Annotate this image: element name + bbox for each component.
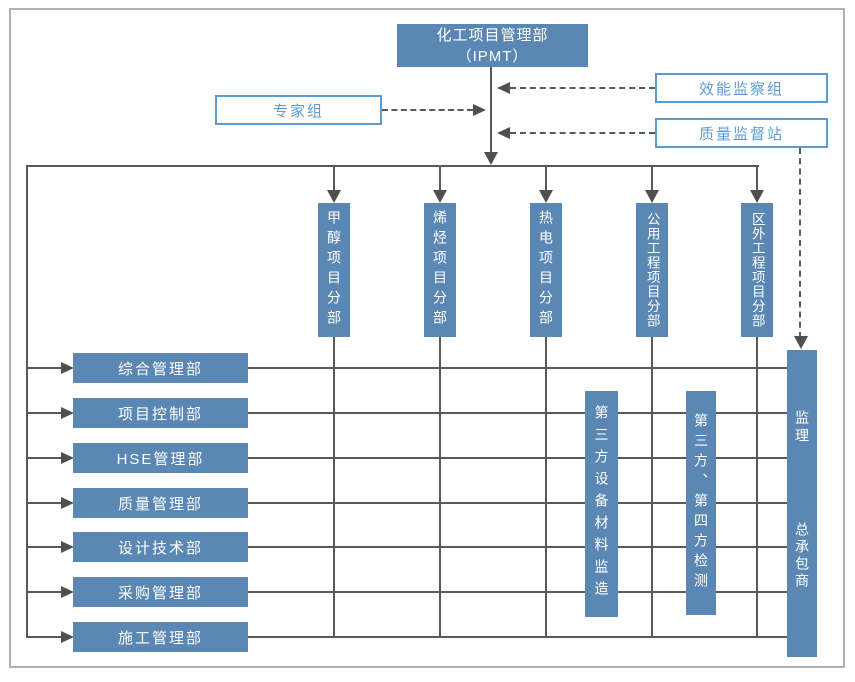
- department-box: 综合管理部: [73, 353, 248, 383]
- project-division-label: 公用工程项目分部: [644, 212, 660, 328]
- arrowhead-down: [433, 190, 447, 203]
- root-title-line2: （IPMT）: [456, 47, 529, 65]
- department-label: 质量管理部: [117, 495, 203, 513]
- connector-line: [27, 591, 63, 593]
- arrowhead-right: [61, 407, 74, 419]
- connector-line: [490, 67, 492, 154]
- project-division-box: 区外工程项目分部: [741, 203, 773, 337]
- department-box: HSE管理部: [73, 443, 248, 473]
- department-label: 项目控制部: [117, 405, 203, 423]
- connector-line: [651, 166, 653, 192]
- third-party-inspection-box: 第三方、第四方检测: [686, 391, 716, 615]
- connector-line: [248, 546, 787, 548]
- arrowhead-down: [645, 190, 659, 203]
- connector-line: [651, 337, 653, 638]
- third-party-supervision-box: 第三方设备材料监造: [585, 391, 618, 617]
- connector-line: [248, 457, 787, 459]
- connector-line: [27, 412, 63, 414]
- connector-line: [27, 636, 63, 638]
- arrowhead-left: [497, 82, 510, 94]
- department-label: 综合管理部: [117, 360, 203, 378]
- supervisor-contractor-box: 监理 总承包商: [787, 350, 817, 657]
- dashed-connector: [799, 148, 801, 338]
- department-box: 采购管理部: [73, 577, 248, 607]
- department-box: 质量管理部: [73, 488, 248, 518]
- dashed-connector: [382, 109, 473, 111]
- connector-line: [248, 502, 787, 504]
- project-division-box: 热电项目分部: [530, 203, 562, 337]
- department-box: 设计技术部: [73, 532, 248, 562]
- left-rail-line: [26, 165, 28, 638]
- arrowhead-right: [61, 541, 74, 553]
- top-rail-line: [27, 165, 759, 167]
- arrowhead-right: [61, 586, 74, 598]
- connector-line: [756, 337, 758, 638]
- efficiency-supervision-box: 效能监察组: [655, 73, 828, 103]
- dashed-connector: [510, 132, 655, 134]
- arrowhead-right: [61, 452, 74, 464]
- connector-line: [333, 337, 335, 638]
- connector-line: [333, 166, 335, 192]
- connector-line: [27, 502, 63, 504]
- department-label: 施工管理部: [117, 629, 203, 647]
- project-division-label: 烯烃项目分部: [432, 210, 448, 330]
- arrowhead-left: [497, 127, 510, 139]
- connector-line: [27, 457, 63, 459]
- third-party-supervision-label: 第三方设备材料监造: [593, 405, 610, 603]
- department-box: 施工管理部: [73, 622, 248, 652]
- connector-line: [248, 412, 787, 414]
- department-box: 项目控制部: [73, 398, 248, 428]
- department-label: HSE管理部: [116, 450, 205, 468]
- connector-line: [248, 636, 787, 638]
- project-division-label: 区外工程项目分部: [749, 212, 765, 328]
- project-division-box: 公用工程项目分部: [636, 203, 668, 337]
- expert-group-label: 专家组: [272, 102, 324, 120]
- department-label: 设计技术部: [117, 539, 203, 557]
- connector-line: [439, 337, 441, 638]
- arrowhead-down: [794, 336, 808, 349]
- dashed-connector: [510, 87, 655, 89]
- connector-line: [248, 591, 787, 593]
- expert-group-box: 专家组: [215, 95, 382, 125]
- arrowhead-down: [484, 152, 498, 165]
- arrowhead-down: [750, 190, 764, 203]
- root-title-line1: 化工项目管理部: [436, 26, 549, 44]
- arrowhead-right: [61, 362, 74, 374]
- chart-border: [9, 8, 845, 668]
- connector-line: [27, 367, 63, 369]
- project-division-label: 甲醇项目分部: [326, 210, 342, 330]
- quality-supervision-box: 质量监督站: [655, 118, 828, 148]
- department-label: 采购管理部: [117, 584, 203, 602]
- quality-supervision-label: 质量监督站: [698, 125, 784, 143]
- general-contractor-label: 总承包商: [794, 522, 810, 590]
- connector-line: [756, 166, 758, 192]
- connector-line: [248, 367, 787, 369]
- connector-line: [439, 166, 441, 192]
- connector-line: [27, 546, 63, 548]
- supervisor-label: 监理: [794, 410, 810, 446]
- arrowhead-right: [61, 631, 74, 643]
- project-division-box: 烯烃项目分部: [424, 203, 456, 337]
- connector-line: [545, 166, 547, 192]
- arrowhead-down: [327, 190, 341, 203]
- efficiency-supervision-label: 效能监察组: [698, 80, 784, 98]
- root-box-ipmt: 化工项目管理部 （IPMT）: [397, 24, 588, 67]
- arrowhead-right: [473, 104, 486, 116]
- third-party-inspection-label: 第三方、第四方检测: [693, 413, 709, 593]
- project-division-box: 甲醇项目分部: [318, 203, 350, 337]
- connector-line: [545, 337, 547, 638]
- project-division-label: 热电项目分部: [538, 210, 554, 330]
- arrowhead-down: [539, 190, 553, 203]
- arrowhead-right: [61, 497, 74, 509]
